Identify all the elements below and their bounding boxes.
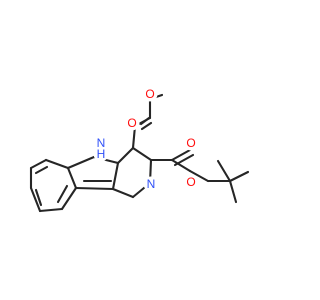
ester-carbonyl-oxygen-label: O <box>127 116 136 130</box>
bond-benzene-inner-2 <box>56 184 69 204</box>
bond-carbamate-carbonyl <box>170 148 192 162</box>
bond-benzene-1 <box>29 158 48 170</box>
bond-carbamate-2 <box>170 158 192 173</box>
bond-indole-4 <box>74 186 115 191</box>
ester-methoxy-oxygen-label: O <box>145 87 154 101</box>
carbamate-ether-oxygen-label: O <box>186 175 195 189</box>
bond-ester-carbonyl <box>139 116 151 126</box>
indole-hydrogen-label-halo <box>93 146 109 162</box>
indole-hydrogen-label: H <box>97 147 106 161</box>
bond-ester-carbonyl-2 <box>140 121 153 131</box>
carbamate-carbonyl-oxygen-label-halo <box>183 135 199 151</box>
carbamate-carbonyl-oxygen-label: O <box>186 136 195 150</box>
bond-benzene-inner-1 <box>34 165 49 175</box>
bond-carbamate-3 <box>188 169 210 183</box>
bond-ring-5 <box>111 187 135 199</box>
bond-ring-2 <box>131 146 153 162</box>
bond-benzene-inner-3 <box>34 188 43 207</box>
bond-benzene-4 <box>60 186 78 211</box>
bond-benzene-3 <box>66 166 78 190</box>
ring-nitrogen-label: N <box>147 177 156 191</box>
carbamate-ether-oxygen-label-halo <box>183 174 199 190</box>
ester-methoxy-oxygen-label-halo <box>142 86 158 102</box>
bond-indole-1 <box>66 155 96 170</box>
ester-carbonyl-oxygen-label-halo <box>124 115 140 131</box>
bond-benzene-6 <box>29 186 42 213</box>
indole-nitrogen-label: N <box>97 136 106 150</box>
bond-group <box>29 93 250 213</box>
bond-tbutyl-4 <box>216 159 232 183</box>
bond-tbutyl-2 <box>228 170 250 183</box>
ring-nitrogen-label-halo <box>143 176 159 192</box>
bond-ring-1 <box>116 146 135 165</box>
bond-benzene-5 <box>38 207 64 213</box>
bond-tbutyl-3 <box>228 179 238 204</box>
bond-benzene-2 <box>44 158 70 170</box>
bond-carbamate-carbonyl-2 <box>173 153 195 167</box>
bond-indole-3 <box>111 161 120 191</box>
indole-nitrogen-label-halo <box>93 135 109 151</box>
